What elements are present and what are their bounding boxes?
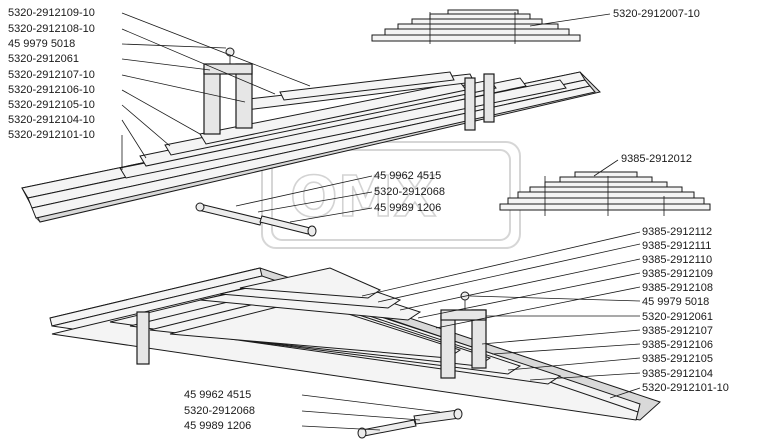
bottom-label-10: 9385-2912105 [642, 353, 713, 365]
bottom-label-12: 5320-2912101-10 [642, 382, 729, 394]
watermark: OMX [261, 141, 521, 249]
bottom-label-11: 9385-2912104 [642, 368, 713, 380]
bottom-label-4: 9385-2912109 [642, 268, 713, 280]
top-left-leaders [121, 12, 311, 170]
top-label-1: 5320-2912109-10 [8, 7, 95, 19]
top-inset-label: 5320-2912007-10 [613, 8, 700, 20]
top-inset-spring [371, 9, 611, 44]
top-pins [195, 175, 373, 237]
top-label-7: 5320-2912105-10 [8, 99, 95, 111]
bottom-label-5: 9385-2912108 [642, 282, 713, 294]
top-pin-label-2: 5320-2912068 [374, 186, 445, 198]
bottom-main-spring [49, 267, 661, 421]
top-label-6: 5320-2912106-10 [8, 84, 95, 96]
top-label-4: 5320-2912061 [8, 53, 79, 65]
bottom-pin-label-3: 45 9989 1206 [184, 420, 251, 432]
top-label-8: 5320-2912104-10 [8, 114, 95, 126]
bottom-label-1: 9385-2912112 [642, 226, 712, 238]
watermark-text: OMX [290, 165, 437, 230]
bottom-inset-spring [499, 159, 711, 216]
top-main-spring [21, 47, 601, 223]
bottom-right-leaders [361, 231, 641, 399]
top-label-5: 5320-2912107-10 [8, 69, 95, 81]
bottom-label-7: 5320-2912061 [642, 311, 713, 323]
top-label-2: 5320-2912108-10 [8, 23, 95, 35]
bottom-pin-label-1: 45 9962 4515 [184, 389, 251, 401]
top-pin-label-3: 45 9989 1206 [374, 202, 441, 214]
bottom-label-8: 9385-2912107 [642, 325, 713, 337]
top-pin-label-1: 45 9962 4515 [374, 170, 441, 182]
bottom-label-2: 9385-2912111 [642, 240, 711, 252]
bottom-pins [301, 394, 463, 439]
bottom-inset-label: 9385-2912012 [621, 153, 692, 165]
bottom-pin-label-2: 5320-2912068 [184, 405, 255, 417]
bottom-label-3: 9385-2912110 [642, 254, 712, 266]
bottom-label-9: 9385-2912106 [642, 339, 713, 351]
bottom-label-6: 45 9979 5018 [642, 296, 709, 308]
top-label-9: 5320-2912101-10 [8, 129, 95, 141]
top-label-3: 45 9979 5018 [8, 38, 75, 50]
